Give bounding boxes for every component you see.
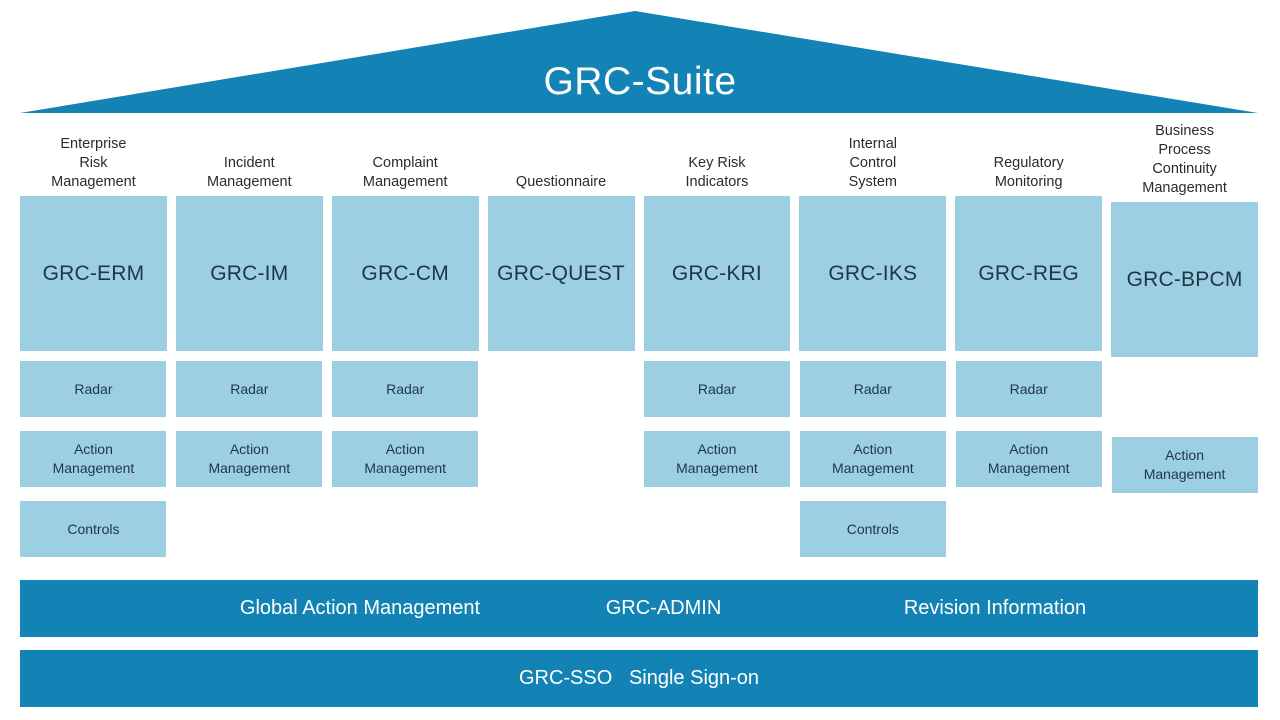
product-tile-grc-iks[interactable]: GRC-IKS xyxy=(799,196,947,351)
feature-tile-action-management[interactable]: Action Management xyxy=(643,431,790,487)
product-tile-grc-erm[interactable]: GRC-ERM xyxy=(20,196,167,351)
feature-tile-controls-empty xyxy=(332,501,478,557)
product-tile-grc-quest[interactable]: GRC-QUEST xyxy=(487,196,635,351)
feature-tile-radar[interactable]: Radar xyxy=(332,361,479,417)
product-tile-grc-bpcm[interactable]: GRC-BPCM xyxy=(1111,202,1258,357)
roof-triangle-icon xyxy=(20,11,1258,113)
column-header: Key Risk Indicators xyxy=(685,155,749,190)
feature-tile-controls-empty xyxy=(956,501,1102,557)
single-sign-on-bar: GRC-SSO Single Sign-on xyxy=(20,650,1258,707)
product-tile-grc-im[interactable]: GRC-IM xyxy=(175,196,323,351)
feature-tile-radar[interactable]: Radar xyxy=(955,361,1102,417)
feature-tile-controls-empty xyxy=(488,501,634,557)
feature-tile-radar[interactable]: Radar xyxy=(799,361,946,417)
global-action-management-label[interactable]: Global Action Management xyxy=(239,597,481,619)
feature-tile-action-management[interactable]: Action Management xyxy=(332,431,479,487)
feature-tile-action-management[interactable]: Action Management xyxy=(955,431,1102,487)
feature-tile-controls-empty xyxy=(1112,507,1258,563)
feature-tile-radar-empty xyxy=(1112,367,1258,423)
column-header: Internal Control System xyxy=(848,136,897,190)
column-header: Incident Management xyxy=(206,155,292,190)
feature-tile-controls[interactable]: Controls xyxy=(799,501,946,557)
product-tile-grc-cm[interactable]: GRC-CM xyxy=(331,196,479,351)
column-regulatory-monitoring: Regulatory Monitoring GRC-REG Radar Acti… xyxy=(955,122,1103,557)
grc-admin-label[interactable]: GRC-ADMIN xyxy=(605,597,722,619)
feature-tile-action-management[interactable]: Action Management xyxy=(1111,437,1258,493)
feature-tile-radar[interactable]: Radar xyxy=(176,361,323,417)
column-complaint-management: Complaint Management GRC-CM Radar Action… xyxy=(331,122,479,557)
product-tile-grc-kri[interactable]: GRC-KRI xyxy=(643,196,791,351)
column-header: Business Process Continuity Management xyxy=(1142,123,1227,196)
feature-tile-radar-empty xyxy=(488,361,634,417)
column-header: Complaint Management xyxy=(362,155,448,190)
revision-information-label[interactable]: Revision Information xyxy=(903,597,1087,619)
grc-sso-label[interactable]: GRC-SSO Single Sign-on xyxy=(518,667,760,689)
feature-tile-action-management[interactable]: Action Management xyxy=(176,431,323,487)
feature-tile-controls[interactable]: Controls xyxy=(20,501,167,557)
column-header: Regulatory Monitoring xyxy=(993,155,1064,190)
column-business-process-continuity-management: Business Process Continuity Management G… xyxy=(1111,122,1258,563)
feature-tile-action-management-empty xyxy=(488,431,634,487)
column-header: Enterprise Risk Management xyxy=(51,136,136,190)
feature-tile-action-management[interactable]: Action Management xyxy=(20,431,167,487)
column-questionnaire: Questionnaire GRC-QUEST xyxy=(487,122,635,557)
feature-tile-action-management[interactable]: Action Management xyxy=(799,431,946,487)
admin-services-bar: Global Action Management GRC-ADMIN Revis… xyxy=(20,580,1258,637)
column-key-risk-indicators: Key Risk Indicators GRC-KRI Radar Action… xyxy=(643,122,791,557)
roof-banner: GRC-Suite xyxy=(0,0,1280,118)
feature-tile-radar[interactable]: Radar xyxy=(20,361,167,417)
feature-tile-controls-empty xyxy=(644,501,790,557)
column-incident-management: Incident Management GRC-IM Radar Action … xyxy=(175,122,323,557)
column-internal-control-system: Internal Control System GRC-IKS Radar Ac… xyxy=(799,122,947,557)
module-grid: Enterprise Risk Management GRC-ERM Radar… xyxy=(20,122,1258,563)
product-tile-grc-reg[interactable]: GRC-REG xyxy=(955,196,1103,351)
column-enterprise-risk-management: Enterprise Risk Management GRC-ERM Radar… xyxy=(20,122,167,557)
column-header: Questionnaire xyxy=(515,174,607,190)
feature-tile-controls-empty xyxy=(176,501,322,557)
feature-tile-radar[interactable]: Radar xyxy=(643,361,790,417)
